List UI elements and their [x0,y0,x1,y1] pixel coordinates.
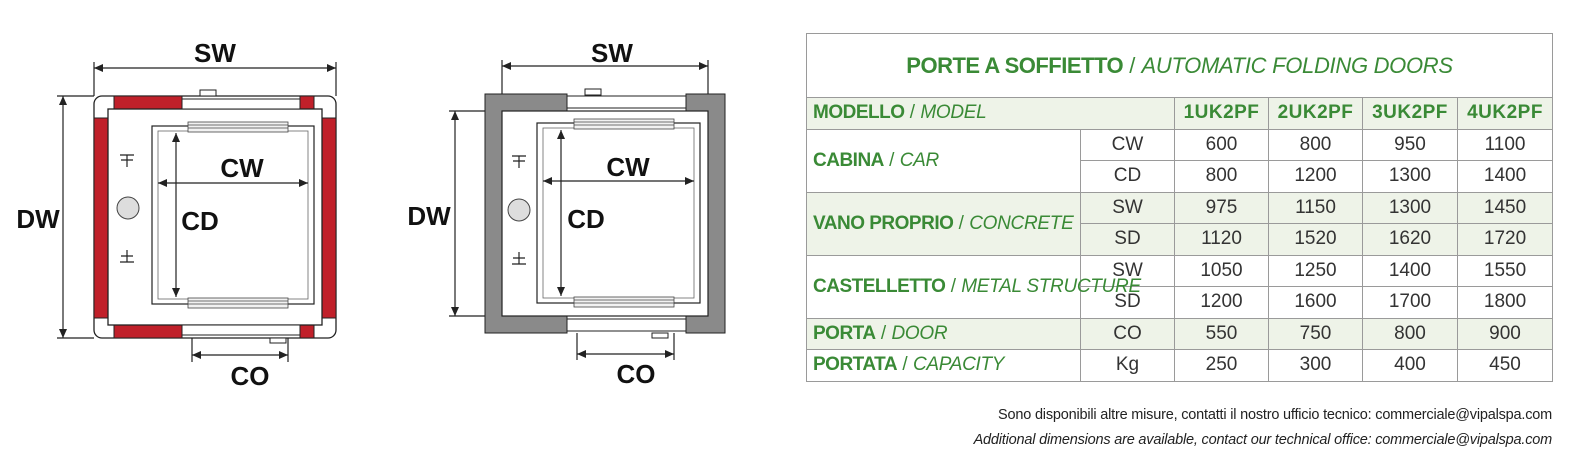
counterweight-icon [116,196,140,220]
spec-table: PORTE A SOFFIETTO / AUTOMATIC FOLDING DO… [805,33,1554,382]
dw-label: DW [407,201,451,231]
table-cell: 1050 [1174,254,1269,287]
table-cell: 1520 [1268,223,1363,256]
table-cell: 800 [1268,128,1363,161]
co-label: CO [617,359,656,389]
table-cell: 1700 [1362,286,1458,319]
cd-label: CD [181,206,219,236]
model-2: 2UK2PF [1268,97,1363,130]
table-cell: 1250 [1268,254,1363,287]
table-cell: 750 [1268,317,1363,350]
dw-label: DW [16,204,60,234]
title-main: PORTE A SOFFIETTO [906,52,1124,78]
structure-post [113,95,183,110]
table-cell: 1300 [1362,160,1458,193]
table-title: PORTE A SOFFIETTO / AUTOMATIC FOLDING DO… [805,33,1554,98]
sub-label: Kg [1080,349,1175,382]
table-row: CD 800 1200 1300 1400 [807,160,1554,193]
metal-structure-shaft-diagram: SW DW CW CD CO [16,38,337,391]
table-cell: 800 [1362,317,1458,350]
table-cell: 450 [1456,349,1554,382]
sw-label: SW [591,38,633,68]
table-cell: 1300 [1362,191,1458,224]
table-cell: 300 [1268,349,1363,382]
cd-label: CD [567,204,605,234]
sub-label: SW [1080,191,1175,224]
table-cell: 600 [1174,128,1269,161]
table-cell: 1550 [1456,254,1554,287]
table-cell: 1450 [1456,191,1554,224]
group-label-door: PORTA / DOOR [806,317,1081,350]
table-title-row: PORTE A SOFFIETTO / AUTOMATIC FOLDING DO… [805,33,1554,98]
table-cell: 1100 [1456,128,1554,161]
footer-note-english: Additional dimensions are available, con… [973,432,1553,448]
sw-label: SW [194,38,236,68]
table-cell: 1800 [1456,286,1554,319]
table-cell: 1150 [1268,191,1363,224]
model-3: 3UK2PF [1362,97,1458,130]
group-label-concrete: VANO PROPRIO / CONCRETE [806,191,1081,256]
table-row: CABINA / CAR CW 600 800 950 1100 [806,128,1554,193]
table-cell: 550 [1174,317,1269,350]
table-cell: 250 [1174,349,1269,382]
group-label-capacity: PORTATA / CAPACITY [806,349,1081,382]
table-row: CASTELLETTO / METAL STRUCTURE SW 1050 12… [806,254,1554,319]
table-row: SD 1200 1600 1700 1800 [807,286,1554,319]
counterweight-icon [507,198,531,222]
table-row: VANO PROPRIO / CONCRETE SW 975 1150 1300… [806,191,1554,256]
title-en: AUTOMATIC FOLDING DOORS [1141,52,1453,78]
table-row: PORTATA / CAPACITY Kg 250 300 400 450 [806,349,1554,382]
table-cell: 1400 [1456,160,1554,193]
sub-label: SD [1080,223,1175,256]
table-cell: 1400 [1362,254,1458,287]
sub-label: CO [1080,317,1175,350]
header-row: MODELLO / MODEL 1UK2PF 2UK2PF 3UK2PF 4UK… [806,97,1554,130]
concrete-shaft-diagram: SW DW CW CD CO [407,38,726,389]
table-cell: 950 [1362,128,1458,161]
table-cell: 975 [1174,191,1269,224]
structure-post [299,95,315,110]
table-cell: 400 [1362,349,1458,382]
sub-label: CD [1080,160,1175,193]
co-label: CO [231,361,270,391]
table-cell: 900 [1456,317,1554,350]
table-cell: 800 [1174,160,1269,193]
model-1: 1UK2PF [1174,97,1269,130]
group-label-metal-structure: CASTELLETTO / METAL STRUCTURE [806,254,1141,319]
table-row: PORTA / DOOR CO 550 750 800 900 [806,317,1554,350]
structure-post [321,117,337,319]
table-cell: 1200 [1268,160,1363,193]
table-cell: 1720 [1456,223,1554,256]
table-row: SD 1120 1520 1620 1720 [807,223,1554,256]
group-label-car: CABINA / CAR [806,128,1081,193]
table-cell: 1200 [1174,286,1269,319]
footer-note-italian: Sono disponibili altre misure, contatti … [998,407,1552,423]
structure-post [113,324,183,339]
sub-label: CW [1080,128,1175,161]
table-cell: 1120 [1174,223,1269,256]
model-header: MODELLO / MODEL [806,97,1175,130]
table-cell: 1620 [1362,223,1458,256]
structure-post [93,117,109,319]
car-outline [536,122,701,304]
structure-post [299,324,315,339]
cw-label: CW [606,152,650,182]
table-cell: 1600 [1268,286,1363,319]
model-4: 4UK2PF [1456,97,1554,130]
cw-label: CW [220,153,264,183]
